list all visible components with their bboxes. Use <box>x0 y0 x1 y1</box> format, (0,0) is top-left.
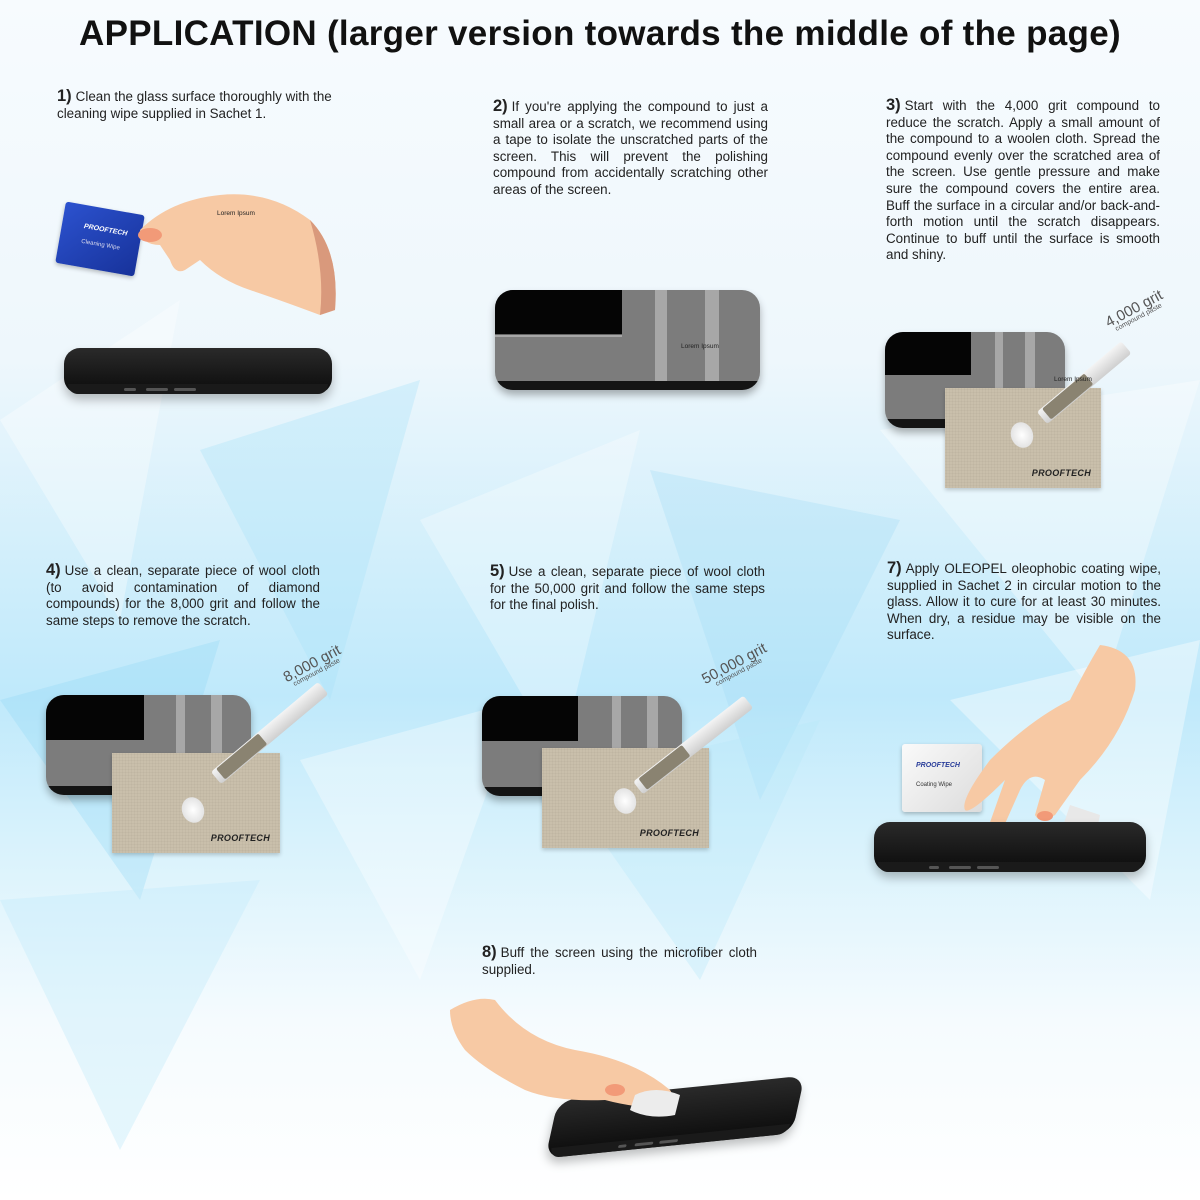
smartphone <box>64 348 332 394</box>
cloth-brand: PROOFTECH <box>1031 468 1091 478</box>
sachet-brand: PROOFTECH <box>916 762 960 769</box>
placeholder-label: Lorem Ipsum <box>681 343 719 350</box>
step-description: Clean the glass surface thoroughly with … <box>57 89 332 121</box>
placeholder-label: Lorem Ipsum <box>1054 376 1092 383</box>
hand-icon <box>138 194 336 315</box>
page-title: APPLICATION (larger version towards the … <box>79 14 1121 53</box>
step-3-illustration: PROOFTECH Lorem Ipsum 4,000 grit compoun… <box>882 280 1182 490</box>
step-4-text: 4)Use a clean, separate piece of wool cl… <box>46 562 320 629</box>
step-description: Buff the screen using the microfiber clo… <box>482 945 757 977</box>
step-1-text: 1)Clean the glass surface thoroughly wit… <box>57 88 335 122</box>
sachet-label: Coating Wipe <box>916 782 953 788</box>
step-5-text: 5)Use a clean, separate piece of wool cl… <box>490 563 765 614</box>
step-1-illustration: PROOFTECH Cleaning Wipe Lorem Ipsum <box>50 190 350 410</box>
step-number: 3) <box>886 96 901 114</box>
cloth-brand: PROOFTECH <box>639 828 699 838</box>
step-8-text: 8)Buff the screen using the microfiber c… <box>482 944 757 978</box>
grit-label: 4,000 grit compound paste <box>1102 286 1166 333</box>
placeholder-label: Lorem Ipsum <box>217 210 255 217</box>
wool-cloth: PROOFTECH <box>542 748 709 848</box>
step-number: 2) <box>493 97 508 115</box>
hand-icon <box>450 998 680 1117</box>
step-number: 5) <box>490 562 505 580</box>
wool-cloth: PROOFTECH <box>945 388 1101 488</box>
wool-cloth: PROOFTECH <box>112 753 280 853</box>
hand-icon <box>964 645 1136 840</box>
step-7-text: 7)Apply OLEOPEL oleophobic coating wipe,… <box>887 560 1161 644</box>
step-number: 8) <box>482 943 497 961</box>
step-2-text: 2)If you're applying the compound to jus… <box>493 98 768 199</box>
step-4-illustration: PROOFTECH 8,000 grit compound paste <box>44 642 364 860</box>
step-5-illustration: PROOFTECH 50,000 grit compound paste <box>478 640 798 860</box>
smartphone <box>874 822 1146 872</box>
step-number: 1) <box>57 87 72 105</box>
step-7-illustration: PROOFTECH Coating Wipe <box>860 640 1160 880</box>
step-number: 4) <box>46 561 61 579</box>
sachet-brand: PROOFTECH <box>83 223 128 238</box>
step-number: 7) <box>887 559 902 577</box>
step-description: Apply OLEOPEL oleophobic coating wipe, s… <box>887 561 1161 643</box>
sachet-label: Cleaning Wipe <box>80 238 121 252</box>
cloth-brand: PROOFTECH <box>210 833 270 843</box>
taped-phone-screen <box>495 290 760 390</box>
step-description: If you're applying the compound to just … <box>493 99 768 197</box>
step-2-illustration: Lorem Ipsum <box>495 290 765 395</box>
step-description: Use a clean, separate piece of wool clot… <box>490 564 765 613</box>
step-description: Start with the 4,000 grit compound to re… <box>886 98 1160 263</box>
step-description: Use a clean, separate piece of wool clot… <box>46 563 320 628</box>
step-8-illustration <box>445 990 805 1170</box>
step-3-text: 3)Start with the 4,000 grit compound to … <box>886 97 1160 264</box>
